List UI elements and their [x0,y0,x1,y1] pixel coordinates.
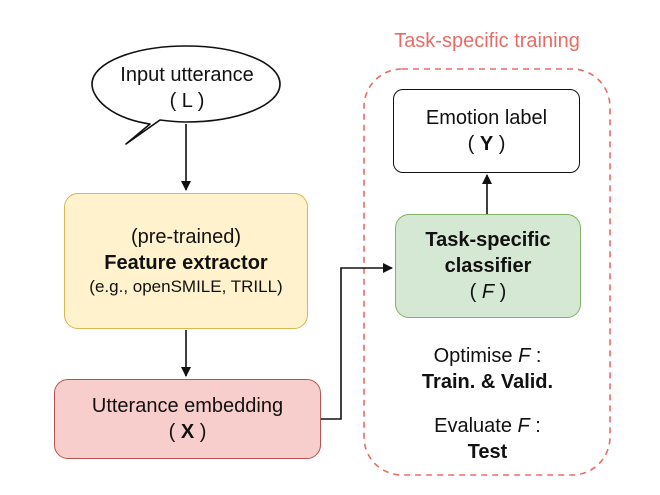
evaluate-prefix: Evaluate [434,415,518,437]
evaluate-note: Evaluate F : Test [380,413,595,465]
task-specific-classifier-box: Task-specific classifier ( F ) [395,214,581,318]
task-specific-region-label: Task-specific training [394,30,580,52]
optimise-detail: Train. & Valid. [421,371,554,393]
classifier-symbol: ( F ) [470,279,507,305]
optimise-note: Optimise F : Train. & Valid. [380,343,595,395]
input-variable: L [181,90,193,112]
feature-extractor-title: Feature extractor [104,251,268,274]
optimise-prefix: Optimise [433,345,519,367]
embedding-open-paren: ( [168,421,181,443]
classifier-title-line2: classifier [444,255,532,277]
evaluate-suffix: : [529,415,541,437]
emotion-label-box: Emotion label ( Y ) [393,89,580,173]
classifier-title-line1: Task-specific [425,229,551,251]
input-close-paren: ) [192,90,205,112]
input-utterance-title: Input utterance [120,64,254,86]
feature-extractor-box: (pre-trained) Feature extractor (e.g., o… [64,193,308,329]
optimise-variable: F [518,345,531,367]
feature-extractor-examples: (e.g., openSMILE, TRILL) [89,276,283,296]
input-utterance-bubble [91,45,281,145]
emotion-label-symbol: ( Y ) [468,131,506,157]
evaluate-variable: F [517,415,530,437]
label-variable: Y [479,133,494,155]
classifier-open-paren: ( [469,281,482,303]
label-open-paren: ( [467,133,480,155]
utterance-embedding-symbol: ( X ) [169,419,207,445]
evaluate-heading: Evaluate F : [380,413,595,439]
classifier-variable: F [481,281,495,303]
evaluate-detail: Test [467,441,508,463]
utterance-embedding-box: Utterance embedding ( X ) [54,379,321,459]
input-utterance-symbol: ( L ) [102,88,272,114]
arrow-embedding-to-classifier [321,263,393,420]
input-utterance-text: Input utterance ( L ) [102,62,272,114]
label-close-paren: ) [493,133,506,155]
classifier-close-paren: ) [494,281,507,303]
input-open-paren: ( [169,90,182,112]
feature-extractor-pretrained: (pre-trained) [130,225,242,248]
utterance-embedding-title: Utterance embedding [91,395,284,417]
optimise-heading: Optimise F : [380,343,595,369]
task-specific-region [363,68,611,476]
embedding-variable: X [180,421,195,443]
optimise-suffix: : [530,345,542,367]
emotion-label-title: Emotion label [425,107,548,129]
embedding-close-paren: ) [194,421,207,443]
